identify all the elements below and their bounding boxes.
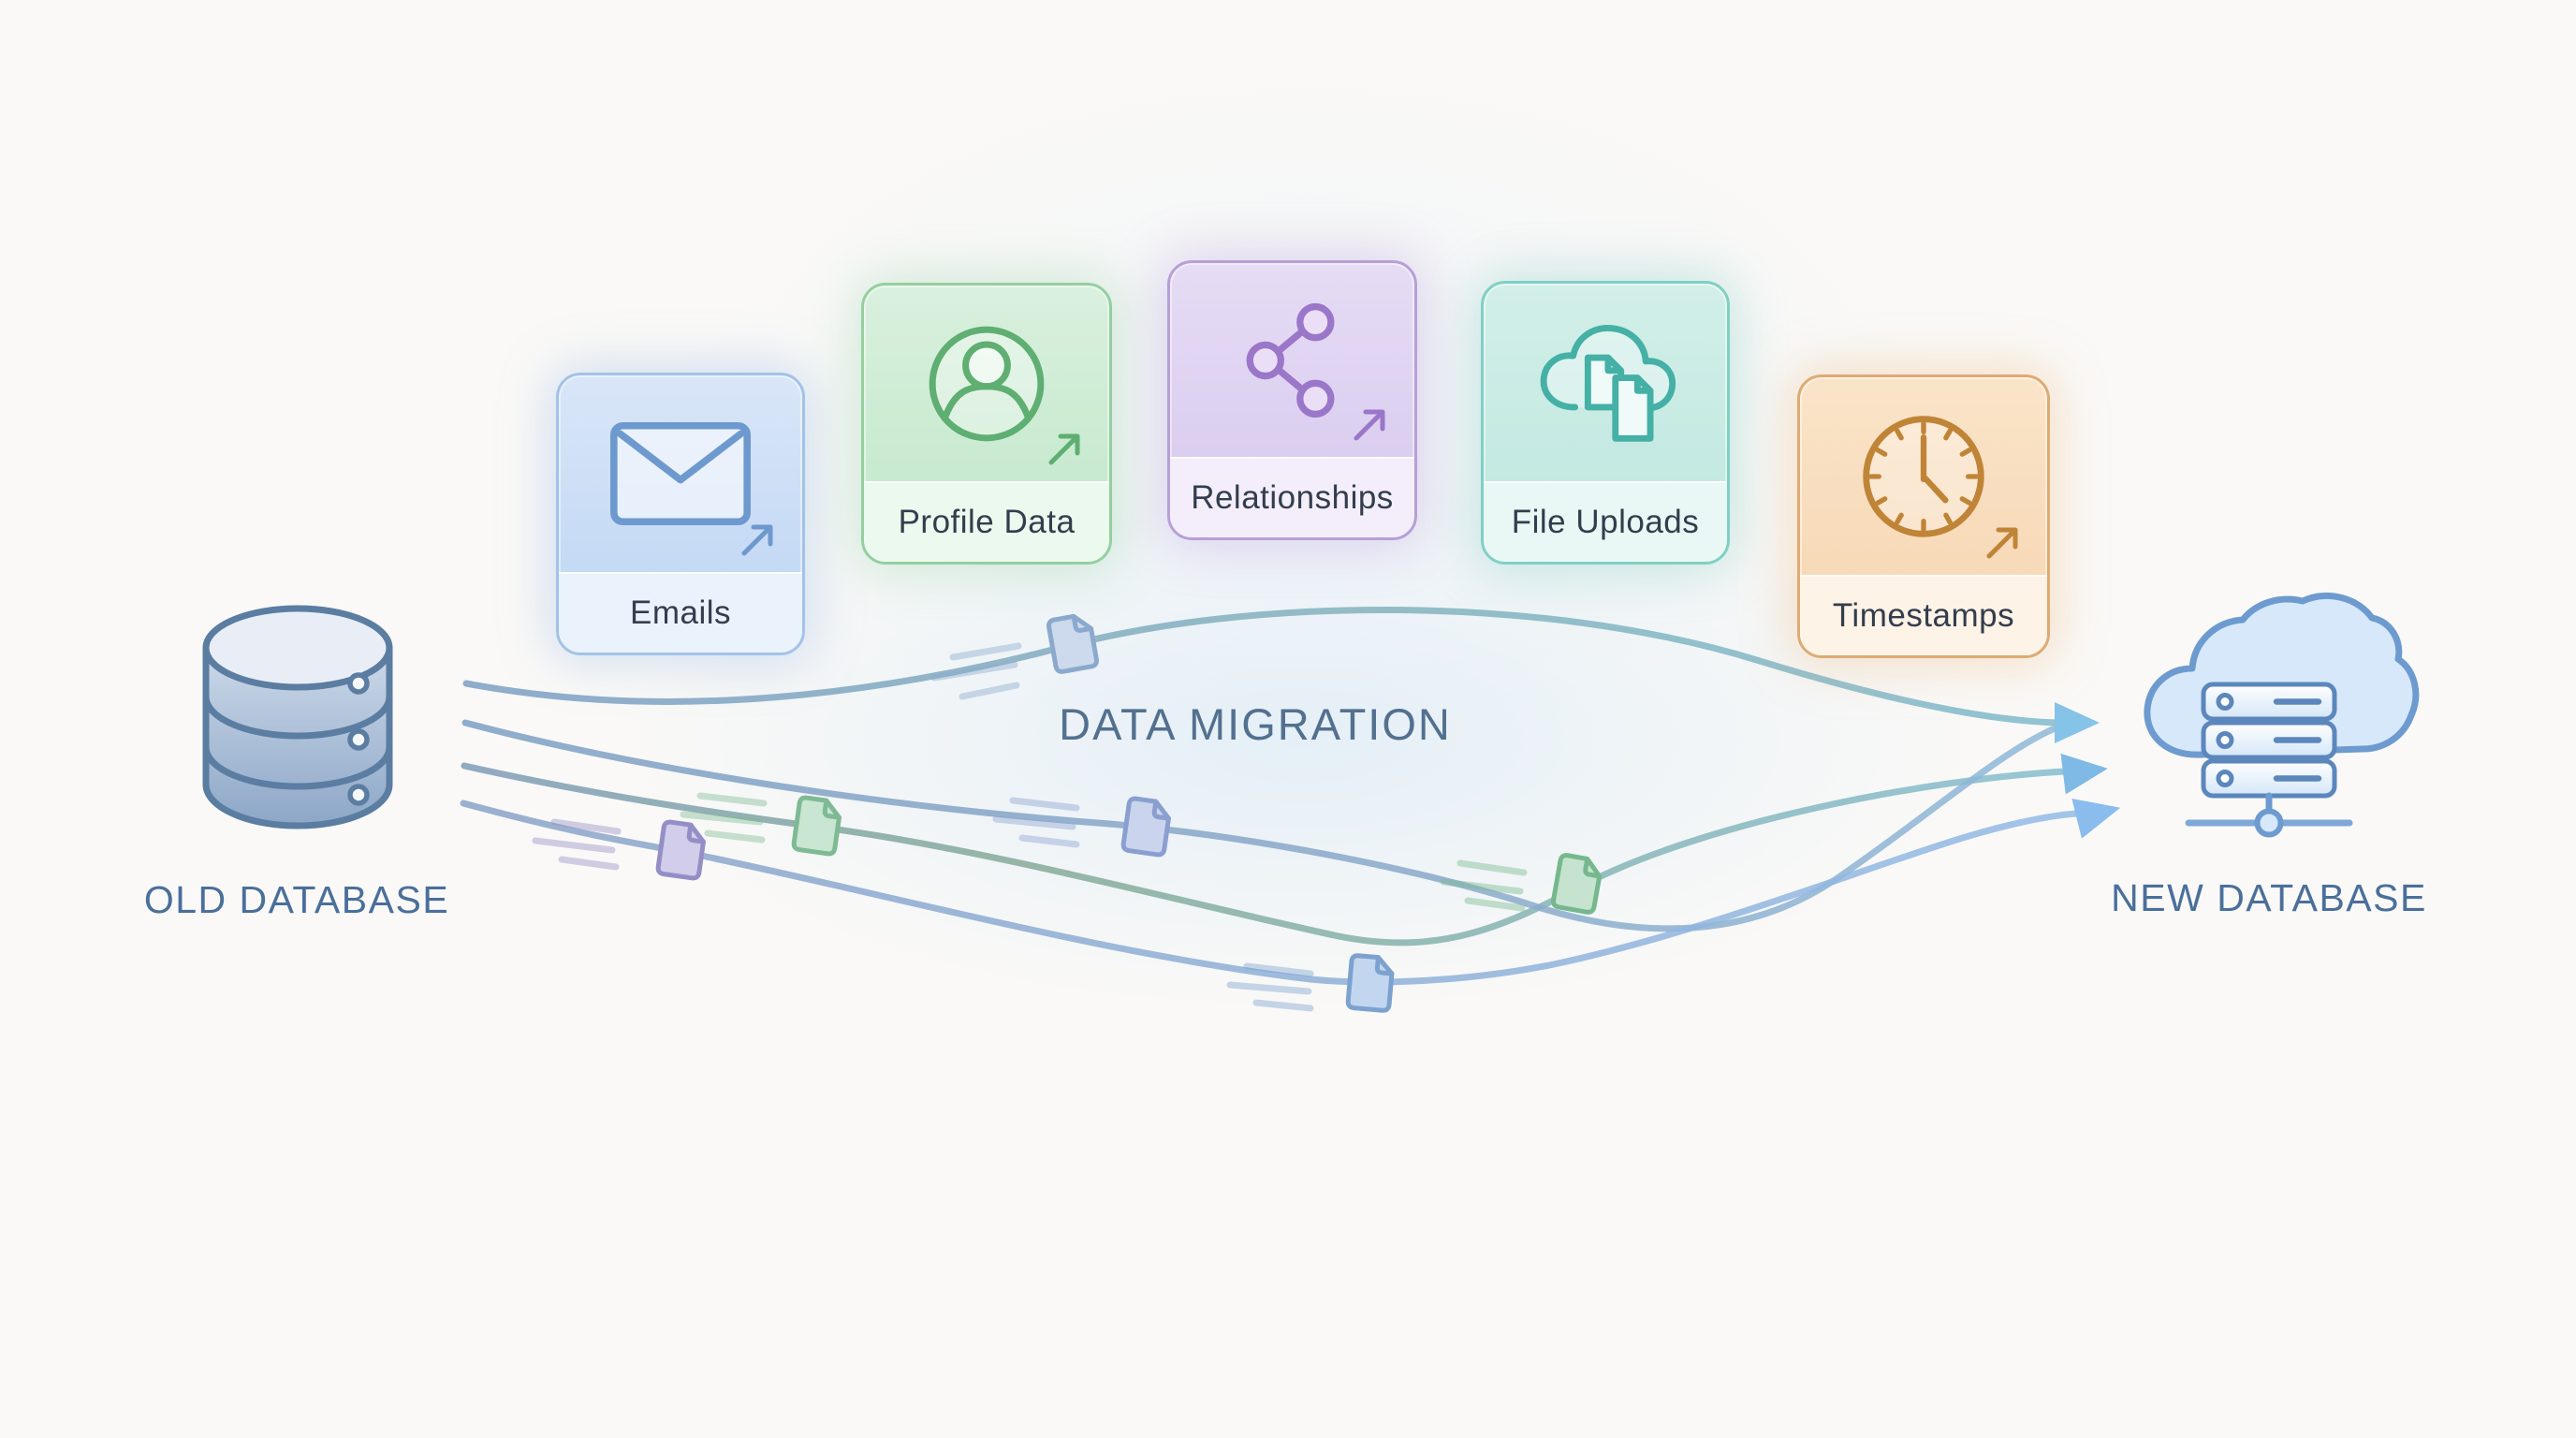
user-profile-icon	[929, 326, 1045, 441]
arrow-up-right-icon	[741, 524, 773, 556]
database-cylinder-icon	[202, 605, 393, 829]
migration-line-uploads	[460, 800, 2082, 986]
card-relationships-body	[1170, 263, 1414, 457]
share-nodes-icon	[1246, 302, 1335, 418]
card-profile-data: Profile Data	[861, 283, 1112, 565]
card-relationships-label: Relationships	[1191, 479, 1394, 516]
arrowhead-icon	[2060, 753, 2108, 795]
arrowhead-icon	[2071, 798, 2121, 839]
speed-dashes	[532, 642, 1528, 1012]
file-icon	[1047, 614, 1097, 673]
clock-icon	[1863, 415, 1984, 537]
network-node-icon	[2185, 792, 2353, 838]
migration-line-relationships	[461, 719, 2063, 932]
card-timestamps-footer: Timestamps	[1800, 575, 2047, 655]
migration-line-emails	[462, 607, 2061, 726]
new-database-label: NEW DATABASE	[2111, 876, 2427, 919]
card-relationships-footer: Relationships	[1170, 457, 1414, 537]
cloud-files-icon	[1540, 324, 1676, 442]
card-emails: Emails	[556, 373, 805, 655]
migration-line-profile	[461, 762, 2069, 946]
file-icon	[793, 797, 841, 855]
card-file-uploads: File Uploads	[1481, 281, 1730, 565]
arrow-up-right-icon	[1048, 433, 1080, 465]
server-stack-icon	[2201, 682, 2337, 799]
card-timestamps-label: Timestamps	[1832, 597, 2015, 634]
diagram-title: DATA MIGRATION	[1059, 699, 1452, 749]
card-file-uploads-label: File Uploads	[1511, 504, 1700, 540]
old-database-label: OLD DATABASE	[143, 878, 450, 921]
card-profile-data-footer: Profile Data	[864, 481, 1109, 562]
card-profile-data-body	[864, 286, 1109, 481]
card-file-uploads-footer: File Uploads	[1484, 481, 1727, 562]
envelope-icon	[610, 421, 751, 526]
file-icon	[657, 821, 705, 879]
arrowhead-icon	[2055, 702, 2100, 743]
arrow-up-right-icon	[1986, 527, 2018, 559]
file-icon	[1552, 855, 1602, 914]
file-icon	[1122, 798, 1170, 856]
card-file-uploads-body	[1484, 284, 1727, 481]
card-emails-label: Emails	[629, 594, 732, 631]
card-profile-data-label: Profile Data	[898, 504, 1076, 540]
card-relationships: Relationships	[1167, 260, 1417, 540]
card-timestamps: Timestamps	[1797, 374, 2050, 658]
card-emails-footer: Emails	[559, 572, 802, 653]
flow-arrowheads	[2055, 702, 2121, 839]
cloud-server-icon	[2144, 592, 2420, 838]
card-emails-body	[559, 375, 802, 572]
card-timestamps-body	[1800, 377, 2047, 575]
file-icon	[1348, 955, 1394, 1011]
arrow-up-right-icon	[1354, 409, 1385, 441]
